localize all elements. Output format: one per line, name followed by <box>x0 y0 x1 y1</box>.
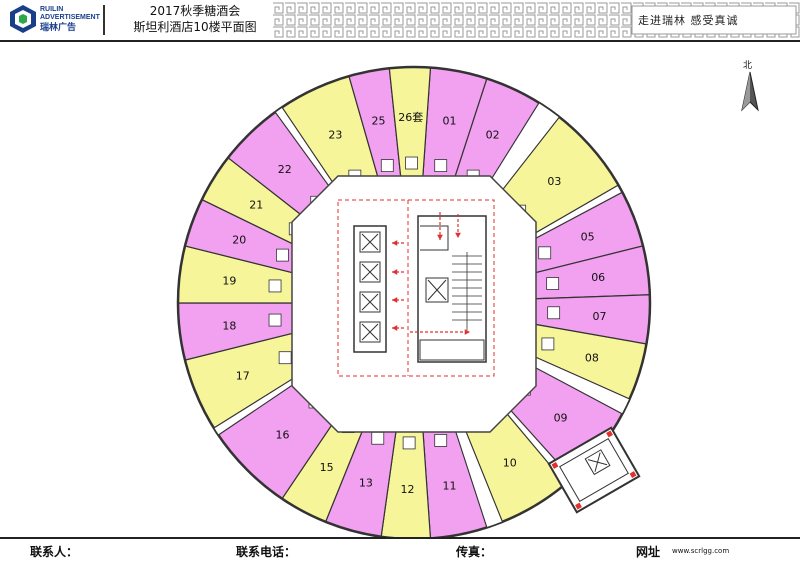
room-bath-block <box>541 337 555 351</box>
floor-plan: 01 02 03 05 06 07 08 09 10 11 12 13 15 16 17 18 19 20 21 22… <box>176 65 652 537</box>
room-label: 15 <box>320 461 334 474</box>
fax-label: 传真： <box>456 545 493 559</box>
exit-arrow <box>392 269 404 275</box>
room-bath-block <box>371 431 385 445</box>
elevator-car <box>359 231 381 253</box>
room-label: 07 <box>593 310 607 323</box>
room-label: 09 <box>554 412 568 425</box>
website-url: www.scrlgg.com <box>672 547 730 555</box>
north-label: 北 <box>743 61 753 71</box>
page-title: 2017秋季糖酒会 斯坦利酒店10楼平面图 <box>110 3 280 35</box>
elevator-car <box>359 291 381 313</box>
room-label: 12 <box>401 483 415 496</box>
room-label: 23 <box>328 128 342 141</box>
room-label: 16 <box>275 429 289 442</box>
slogan: 走进瑞林 感受真诚 <box>638 14 739 27</box>
exit-arrow <box>437 212 443 240</box>
room-label: 13 <box>359 477 373 490</box>
exit-arrow <box>455 214 461 238</box>
elevator-car <box>359 261 381 283</box>
title-line1: 2017秋季糖酒会 <box>149 4 241 18</box>
room-label: 05 <box>581 230 595 243</box>
room-label: 01 <box>442 114 456 127</box>
north-arrow-icon <box>741 71 759 112</box>
room-label: 26套 <box>398 111 423 124</box>
room-bath-block <box>434 159 448 172</box>
external-stair-tower <box>547 426 641 514</box>
room-bath-block <box>276 248 289 262</box>
room-bath-block <box>405 156 418 170</box>
room-label: 17 <box>236 370 250 383</box>
outer-wall <box>176 65 652 537</box>
room-label: 08 <box>585 351 599 364</box>
room-label: 20 <box>232 233 246 246</box>
elevator-bank <box>353 225 387 353</box>
room-label: 22 <box>278 163 292 176</box>
header-separator <box>103 5 105 35</box>
logo-line1: RUILIN <box>40 6 64 13</box>
ruilin-logo-icon <box>10 5 36 33</box>
room-bath-block <box>268 313 282 327</box>
room-bath-block <box>547 306 561 320</box>
website-label: 网址 <box>636 545 661 559</box>
logo-text: RUILIN ADVERTISEMENT 瑞林广告 <box>40 6 100 33</box>
room-label: 25 <box>372 114 386 127</box>
room-label: 19 <box>222 274 236 287</box>
room-bath-block <box>434 434 448 447</box>
room-label: 10 <box>503 456 517 469</box>
logo-cn: 瑞林广告 <box>40 22 77 32</box>
room-bath-block <box>278 351 292 365</box>
phone-label: 联系电话： <box>236 545 297 559</box>
compass: 北 <box>738 58 762 120</box>
footer: 联系人： 联系电话： 传真： 网址 www.scrlgg.com <box>0 537 800 564</box>
title-line2: 斯坦利酒店10楼平面图 <box>133 20 257 34</box>
room-bath-block <box>402 436 416 450</box>
exit-arrow <box>392 297 404 303</box>
contact-label: 联系人： <box>30 545 79 559</box>
evacuation-arrows <box>392 212 470 335</box>
room-label: 18 <box>222 320 236 333</box>
exit-arrow <box>392 240 404 246</box>
room-label: 02 <box>486 128 500 141</box>
room-label: 03 <box>547 175 561 188</box>
elevator-car <box>359 321 381 343</box>
exit-arrow <box>392 325 404 331</box>
room-bath-block <box>380 159 394 172</box>
room-bath-block <box>538 246 552 260</box>
header: RUILIN ADVERTISEMENT 瑞林广告 2017秋季糖酒会 斯坦利酒… <box>0 0 800 42</box>
room-bath-block <box>546 277 560 290</box>
room-label: 06 <box>591 271 605 284</box>
logo-line2: ADVERTISEMENT <box>40 14 100 21</box>
room-label: 11 <box>442 480 456 493</box>
exit-arrow <box>410 329 470 335</box>
decorative-pattern <box>272 2 800 38</box>
room-label: 21 <box>249 198 263 211</box>
room-bath-block <box>268 279 282 293</box>
stairwell <box>417 215 487 363</box>
